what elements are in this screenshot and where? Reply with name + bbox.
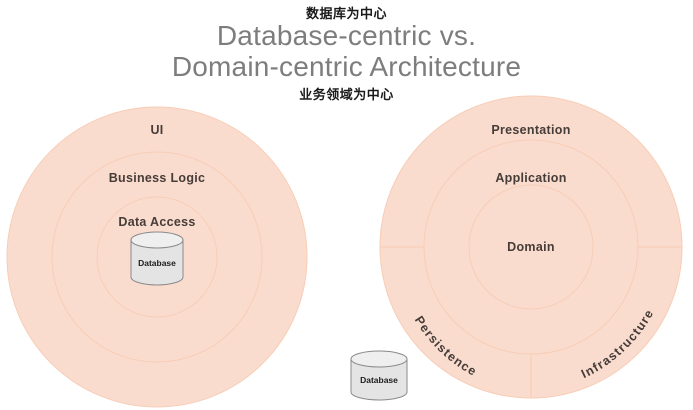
title-line-1: Database-centric vs. — [216, 20, 477, 51]
left-label-data-access: Data Access — [118, 215, 195, 229]
left-database-label: Database — [138, 258, 176, 268]
left-ring-business-logic-outline — [51, 151, 263, 363]
right-label-domain: Domain — [507, 240, 555, 254]
right-ring-domain-outline — [468, 184, 594, 310]
left-database-cylinder: Database — [130, 231, 184, 286]
annotation-top-chinese: 数据库为中心 — [305, 7, 387, 22]
left-label-business-logic: Business Logic — [109, 171, 206, 185]
detached-database-cylinder: Database — [350, 350, 408, 401]
detached-database-label: Database — [360, 375, 398, 385]
page-title: Database-centric vs. Domain-centric Arch… — [0, 20, 693, 83]
annotation-bottom-chinese: 业务领域为中心 — [299, 88, 394, 103]
left-label-ui: UI — [150, 123, 163, 137]
right-label-application: Application — [495, 171, 566, 185]
right-label-presentation: Presentation — [491, 123, 570, 137]
left-ring-data-access-outline — [96, 196, 218, 318]
title-line-2: Domain-centric Architecture — [171, 51, 522, 83]
right-diagram-domain-centric: Presentation Application Domain Persiste… — [379, 95, 683, 399]
left-diagram-database-centric: UI Business Logic Data Access Database — [6, 106, 308, 408]
left-ring-ui-outline — [6, 106, 308, 408]
